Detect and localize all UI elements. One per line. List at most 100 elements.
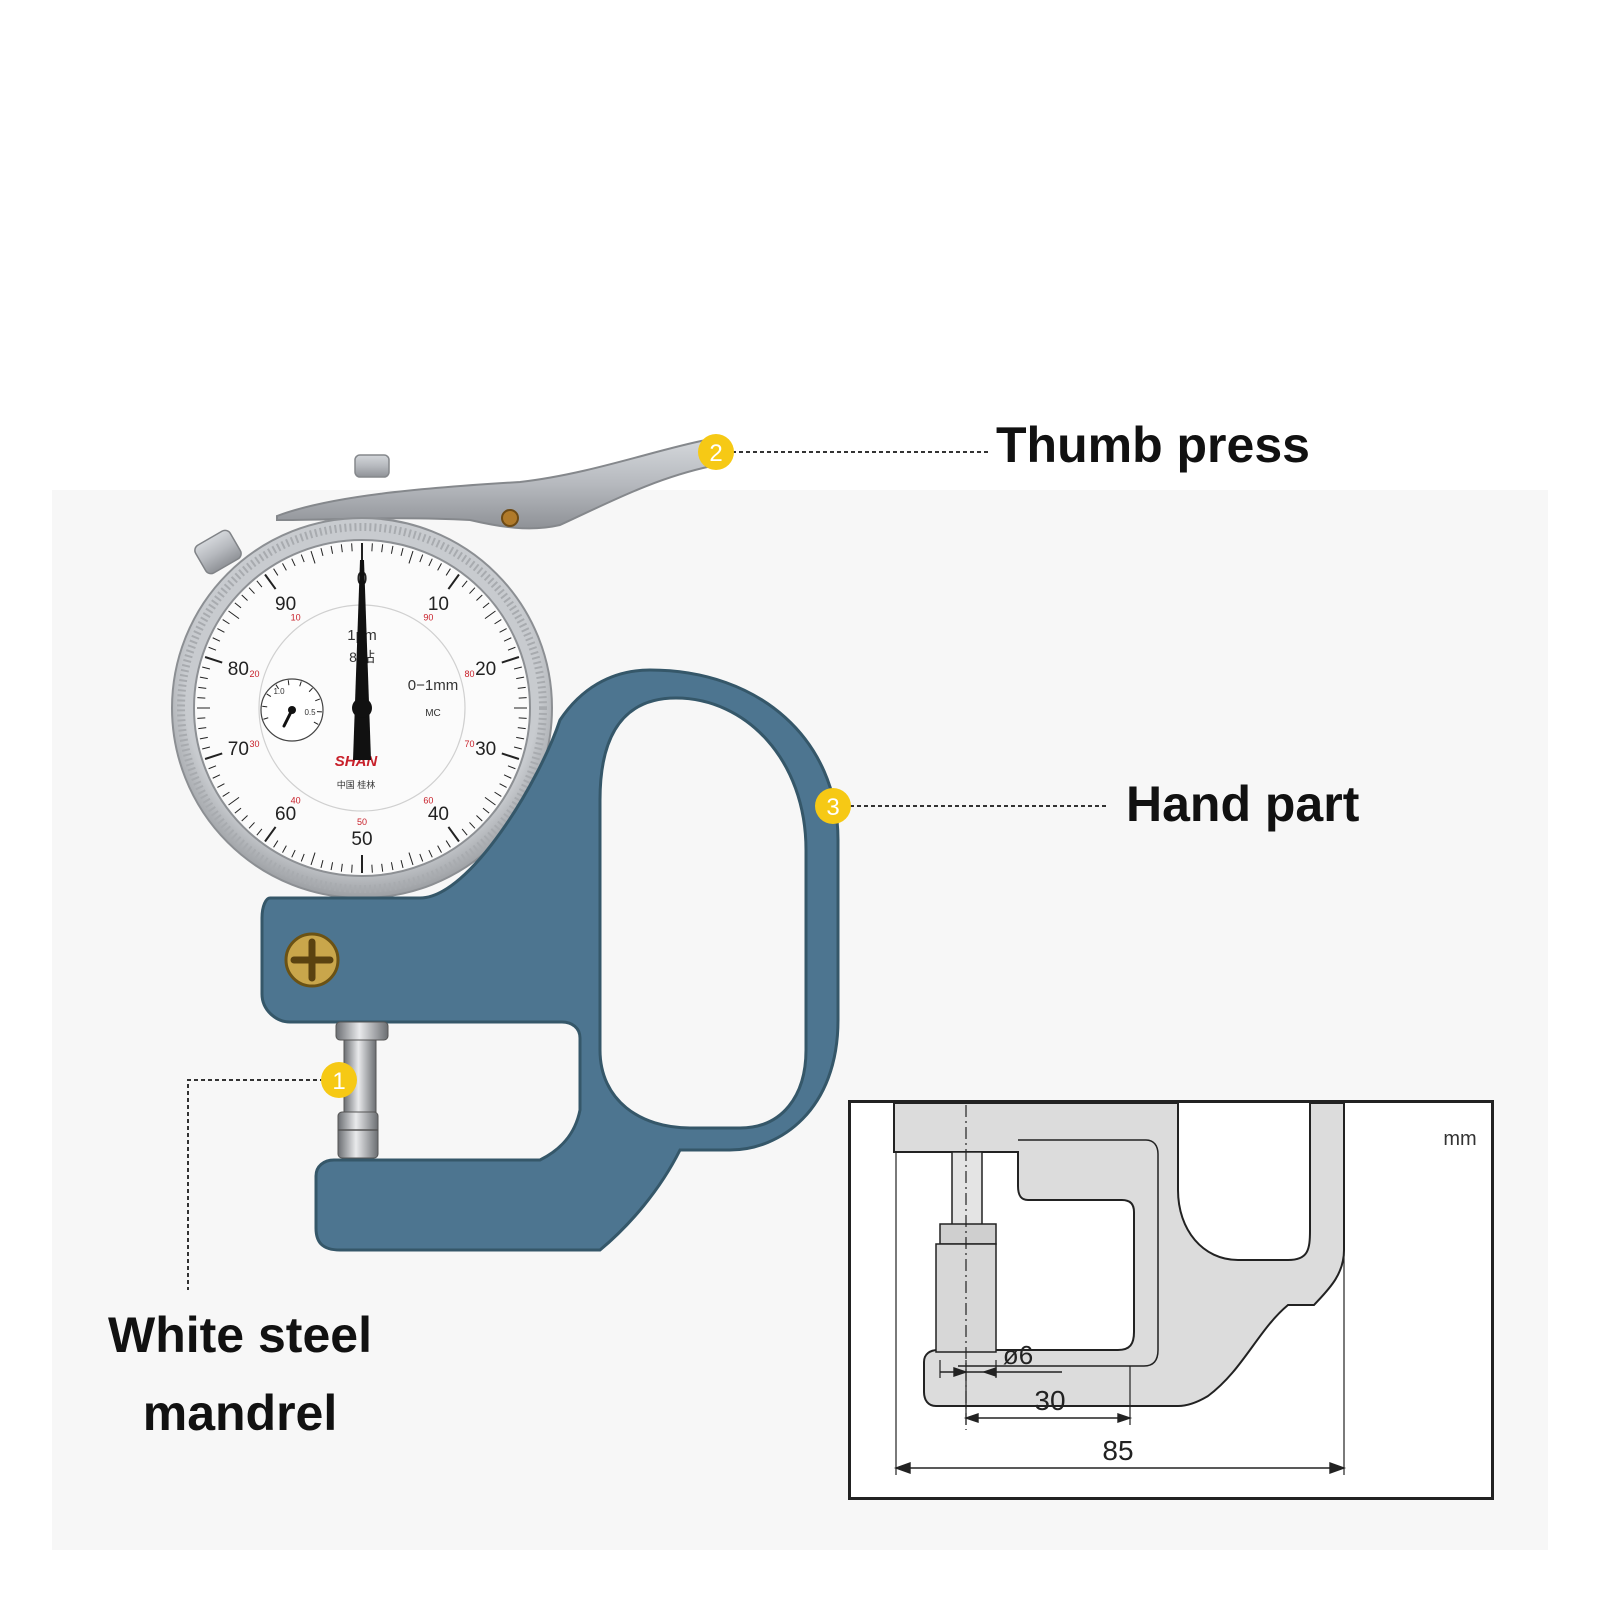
dial-tick xyxy=(199,736,208,740)
dial-label: 70 xyxy=(228,739,249,760)
dial-tick xyxy=(408,852,414,866)
dial-label: 90 xyxy=(275,594,296,615)
dial-label: 80 xyxy=(228,659,249,680)
dial-tick xyxy=(273,840,279,848)
white-steel-mandrel[interactable] xyxy=(343,1039,377,1113)
dial-tick xyxy=(351,543,353,552)
dial-label: 60 xyxy=(275,804,296,825)
dial-tick xyxy=(476,594,483,601)
dial-tick xyxy=(330,545,334,554)
sub-dial-tick xyxy=(263,717,269,720)
dial-tick xyxy=(320,859,324,868)
white-steel-mandrel-label: White steel mandrel xyxy=(80,1305,400,1443)
dial-tick xyxy=(256,580,263,588)
dial-tick xyxy=(204,752,223,760)
dial-tick xyxy=(371,864,373,873)
dial-tick xyxy=(461,828,468,836)
dial-tick xyxy=(222,619,230,625)
dial-tick xyxy=(419,853,424,862)
sub-dial-label-2: 0.5 xyxy=(304,708,316,717)
dial-tick xyxy=(291,849,296,858)
dial-tick xyxy=(273,568,279,576)
sub-dial-tick xyxy=(266,693,272,698)
dial-tick xyxy=(202,666,211,670)
needle-hub xyxy=(352,698,372,718)
dial-tick xyxy=(484,610,496,620)
dial-label: 50 xyxy=(351,829,372,850)
dial-tick xyxy=(256,828,263,836)
dial-tick xyxy=(503,774,512,779)
callout-3-number: 3 xyxy=(826,794,839,821)
callout-1-number: 1 xyxy=(332,1068,345,1095)
frame-hand-part[interactable] xyxy=(260,668,840,1252)
dial-label: 30 xyxy=(475,739,496,760)
dial-tick xyxy=(208,646,217,651)
dial-reverse-label: 70 xyxy=(464,739,474,749)
dial-tick xyxy=(513,666,522,670)
mandrel-label-line-2: mandrel xyxy=(142,1385,338,1441)
dial-tick xyxy=(208,765,217,770)
spindle-collar xyxy=(335,1021,389,1041)
sub-dial-tick xyxy=(275,684,280,690)
dim-throat-line xyxy=(963,1413,1133,1423)
dial-label: 20 xyxy=(475,659,496,680)
drawing-frame-inner xyxy=(958,1139,1159,1367)
dial-tick xyxy=(437,563,442,571)
dial-tick xyxy=(390,545,394,554)
callout-2-marker: 2 xyxy=(698,434,734,470)
dial-tick xyxy=(408,550,414,564)
dial-tick xyxy=(212,774,221,779)
dial-tick xyxy=(282,845,287,853)
dial-tick xyxy=(241,815,248,822)
dial-tick xyxy=(199,676,208,680)
drawing-handle-opening xyxy=(1177,1103,1311,1261)
dial-tick xyxy=(198,727,207,730)
callout-1-leader xyxy=(187,1079,338,1290)
dial-tick xyxy=(517,727,526,730)
callout-1-marker: 1 xyxy=(321,1062,357,1098)
dial-tick xyxy=(437,845,442,853)
dial-reverse-label: 40 xyxy=(291,795,301,805)
screw-cross-slot xyxy=(290,938,334,982)
dial-origin-text: 中国 桂林 xyxy=(337,779,376,790)
dim-diameter-text: ø6 xyxy=(1003,1340,1033,1370)
dial-tick xyxy=(476,815,483,822)
dial-tick xyxy=(234,602,242,609)
sub-dial-hub xyxy=(288,706,296,714)
dial-tick xyxy=(351,864,353,873)
sub-dial-tick xyxy=(262,705,268,708)
sub-dial-tick xyxy=(315,698,321,702)
dial-ticks xyxy=(197,543,527,873)
dial-tick xyxy=(340,863,343,872)
mandrel-label-line-1: White steel xyxy=(108,1307,372,1363)
dial-tick xyxy=(469,587,476,594)
drawing-anvil-tip xyxy=(939,1223,997,1245)
dial-tick xyxy=(197,697,206,699)
dim-throat-text: 30 xyxy=(1034,1385,1065,1416)
dial-tick xyxy=(291,558,296,567)
dial-tick xyxy=(390,862,394,871)
dial-tick xyxy=(507,765,516,770)
dim-overall-text: 85 xyxy=(1102,1435,1133,1466)
bezel-lock-knob[interactable] xyxy=(193,528,244,576)
dial-tick xyxy=(447,573,460,590)
dial-tick xyxy=(445,568,451,576)
dial-tick xyxy=(428,849,433,858)
dial-tick xyxy=(469,822,476,829)
dial-tick xyxy=(198,686,207,689)
dial-tick xyxy=(204,656,223,664)
dial-reverse-label: 20 xyxy=(250,669,260,679)
dial-tick xyxy=(516,736,525,740)
dial-tick xyxy=(217,628,225,633)
dial-tick xyxy=(264,826,277,843)
dial-tick xyxy=(300,554,305,563)
dial-tick xyxy=(310,852,316,866)
dial-reverse-label: 80 xyxy=(464,669,474,679)
dial-tick xyxy=(419,554,424,563)
hand-part-label: Hand part xyxy=(1126,776,1360,832)
lever-lift-button[interactable] xyxy=(354,454,390,478)
dial-tick xyxy=(202,746,211,750)
dial-tick xyxy=(400,548,404,557)
thumb-press-lever[interactable] xyxy=(276,438,723,530)
